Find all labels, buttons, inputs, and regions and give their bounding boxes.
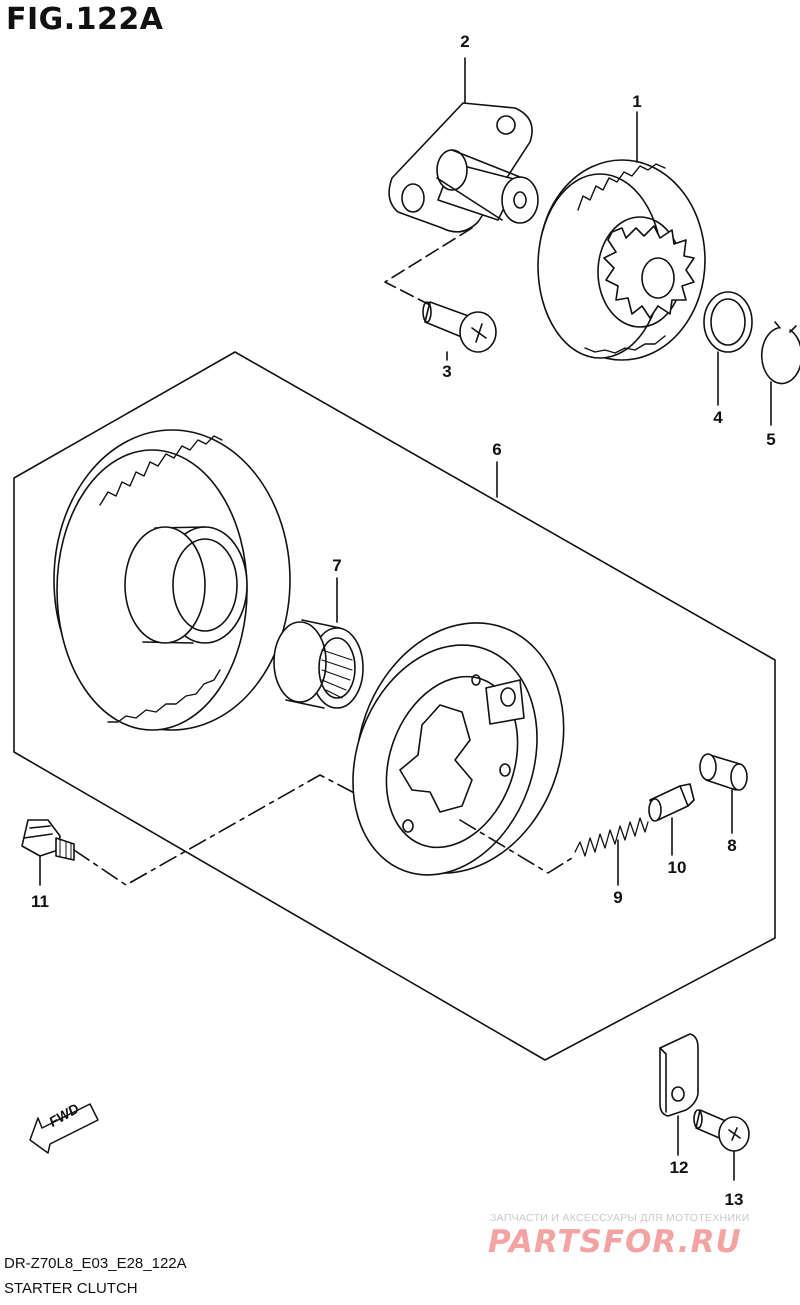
callout-8: 8 <box>727 836 737 855</box>
callout-2: 2 <box>460 32 470 51</box>
spring-part <box>574 817 649 857</box>
callout-11: 11 <box>31 892 49 911</box>
callout-9: 9 <box>613 888 623 907</box>
assembly-frame <box>13 351 776 1061</box>
callout-1: 1 <box>632 92 642 111</box>
callout-12: 12 <box>669 1158 689 1177</box>
roller-part <box>699 753 748 791</box>
watermark-logo: PARTSFOR.RU <box>488 1224 742 1260</box>
dashed-line-2-3 <box>384 227 473 306</box>
dashed-line-9 <box>459 819 573 874</box>
needle-bearing-part <box>273 619 364 709</box>
screw-part <box>422 301 497 353</box>
bolt-part <box>21 819 75 861</box>
callout-7: 7 <box>332 556 342 575</box>
shaft-bracket-part <box>388 102 539 233</box>
callout-10: 10 <box>667 858 687 877</box>
callout-5: 5 <box>766 430 776 449</box>
driven-gear-part <box>53 429 291 731</box>
plate-part <box>659 1033 699 1117</box>
plunger-part <box>648 783 695 822</box>
washer-part <box>703 291 753 353</box>
callout-3: 3 <box>442 362 452 381</box>
callout-4: 4 <box>713 408 723 427</box>
primary-gear-part <box>537 159 706 361</box>
clutch-housing-part <box>352 622 565 876</box>
diagram-caption: STARTER CLUTCH <box>4 1280 138 1297</box>
dashed-line-11 <box>73 774 411 886</box>
flange-bolt-part <box>693 1109 750 1152</box>
figure-title: FIG.122A <box>6 2 164 37</box>
circlip-part <box>760 321 800 385</box>
diagram-code: DR-Z70L8_E03_E28_122A <box>4 1255 187 1272</box>
watermark-tagline: ЗАПЧАСТИ И АКСЕССУАРЫ ДЛЯ МОТОТЕХНИКИ <box>490 1212 750 1224</box>
fwd-arrow-icon <box>29 1103 99 1154</box>
callout-6: 6 <box>492 440 502 459</box>
callout-13: 13 <box>724 1190 744 1209</box>
